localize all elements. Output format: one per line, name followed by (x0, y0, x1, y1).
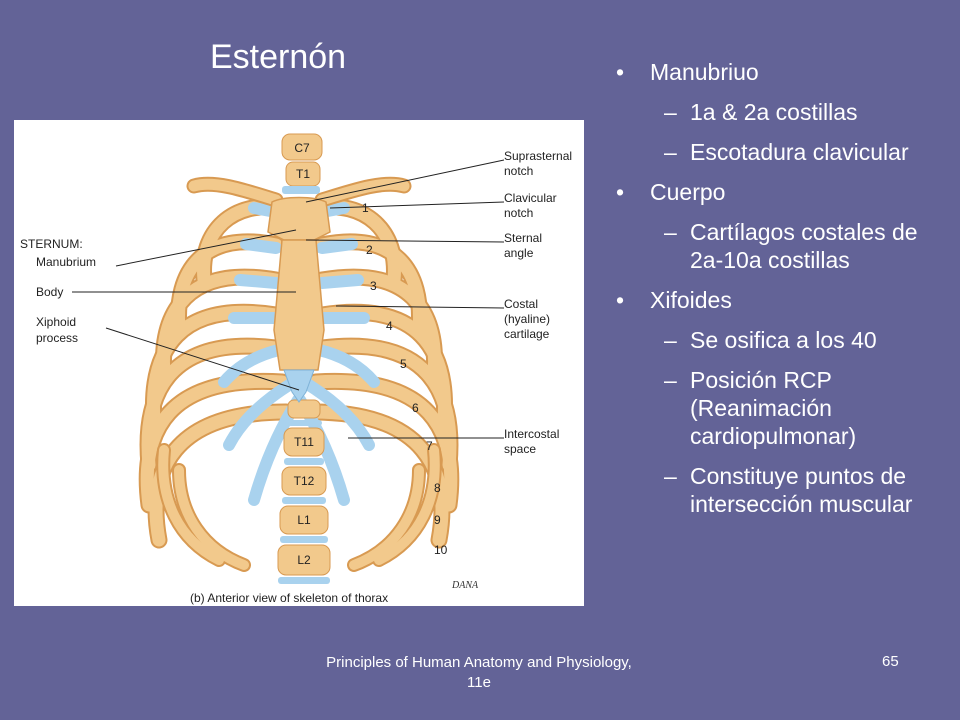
rib-number-1: 1 (362, 201, 369, 215)
bullet-list: • Manubriuo – 1a & 2a costillas – Escota… (612, 58, 947, 530)
sub-bullet-marker: – (664, 463, 677, 489)
sub-bullet-text: Escotadura clavicular (690, 139, 909, 165)
figure-caption: (b) Anterior view of skeleton of thorax (190, 591, 388, 605)
label-sternal-1: Sternal (504, 231, 542, 245)
sub-bullet-text: Posición RCP (Reanimación cardiopulmonar… (690, 367, 857, 449)
slide-title: Esternón (210, 38, 347, 76)
label-sternal-2: angle (504, 246, 534, 260)
rib-number-3: 3 (370, 279, 377, 293)
vertebra-label-l1: L1 (297, 513, 311, 527)
label-suprasternal-1: Suprasternal (504, 149, 572, 163)
label-costal-3: cartilage (504, 327, 550, 341)
sub-bullet-item: – 1a & 2a costillas (612, 98, 947, 126)
sub-bullet-text: Cartílagos costales de 2a-10a costillas (690, 219, 918, 273)
sub-bullet-marker: – (664, 327, 677, 353)
sub-bullet-text: 1a & 2a costillas (690, 99, 858, 125)
label-costal-1: Costal (504, 297, 538, 311)
vertebra-label-t11: T11 (294, 435, 314, 449)
sternum (267, 196, 331, 403)
rib-number-5: 5 (400, 357, 407, 371)
thorax-figure: STERNUM: Manubrium Body Xiphoid process … (14, 120, 584, 606)
sub-bullet-item: – Constituye puntos de intersección musc… (612, 462, 947, 518)
vertebral-column (277, 133, 331, 584)
rib-number-9: 9 (434, 513, 441, 527)
sub-bullet-marker: – (664, 219, 677, 245)
rib-number-2: 2 (366, 243, 373, 257)
bullet-item: • Cuerpo (612, 178, 947, 206)
vertebra-label-t1: T1 (296, 167, 310, 181)
label-intercostal-2: space (504, 442, 536, 456)
label-body: Body (36, 285, 63, 299)
label-xiphoid-2: process (36, 331, 78, 345)
label-sternum: STERNUM: (20, 237, 83, 251)
sub-bullet-marker: – (664, 99, 677, 125)
sub-bullet-item: – Cartílagos costales de 2a-10a costilla… (612, 218, 947, 274)
label-suprasternal-2: notch (504, 164, 533, 178)
label-clavicular-1: Clavicular (504, 191, 557, 205)
sub-bullet-item: – Se osifica a los 40 (612, 326, 947, 354)
sub-bullet-text: Constituye puntos de intersección muscul… (690, 463, 913, 517)
bullet-marker: • (616, 179, 625, 205)
bullet-text: Xifoides (650, 287, 732, 313)
label-intercostal-1: Intercostal (504, 427, 559, 441)
page-number: 65 (882, 653, 899, 670)
label-clavicular-2: notch (504, 206, 533, 220)
leader-lines (72, 159, 505, 439)
bullet-text: Manubriuo (650, 59, 759, 85)
slide-footer: Principles of Human Anatomy and Physiolo… (326, 654, 632, 691)
rib-number-4: 4 (386, 319, 393, 333)
sub-bullet-marker: – (664, 367, 677, 393)
label-xiphoid-1: Xiphoid (36, 315, 76, 329)
rib-number-8: 8 (434, 481, 441, 495)
illustrator-signature: DANA (451, 580, 479, 591)
bullet-item: • Manubriuo (612, 58, 947, 86)
rib-number-6: 6 (412, 401, 419, 415)
bullet-marker: • (616, 59, 625, 85)
bullet-text: Cuerpo (650, 179, 726, 205)
sub-bullet-marker: – (664, 139, 677, 165)
rib-number-10: 10 (434, 543, 448, 557)
vertebra-label-c7: C7 (294, 141, 310, 155)
label-costal-2: (hyaline) (504, 312, 550, 326)
vertebra-label-t12: T12 (294, 474, 315, 488)
rib-number-7: 7 (426, 439, 433, 453)
sub-bullet-text: Se osifica a los 40 (690, 327, 877, 353)
vertebra-label-l2: L2 (297, 553, 311, 567)
label-manubrium: Manubrium (36, 255, 96, 269)
bullet-marker: • (616, 287, 625, 313)
thorax-illustration: STERNUM: Manubrium Body Xiphoid process … (20, 133, 572, 605)
sub-bullet-item: – Escotadura clavicular (612, 138, 947, 166)
sub-bullet-item: – Posición RCP (Reanimación cardiopulmon… (612, 366, 947, 450)
costal-cartilage (218, 202, 380, 506)
bullet-item: • Xifoides (612, 286, 947, 314)
